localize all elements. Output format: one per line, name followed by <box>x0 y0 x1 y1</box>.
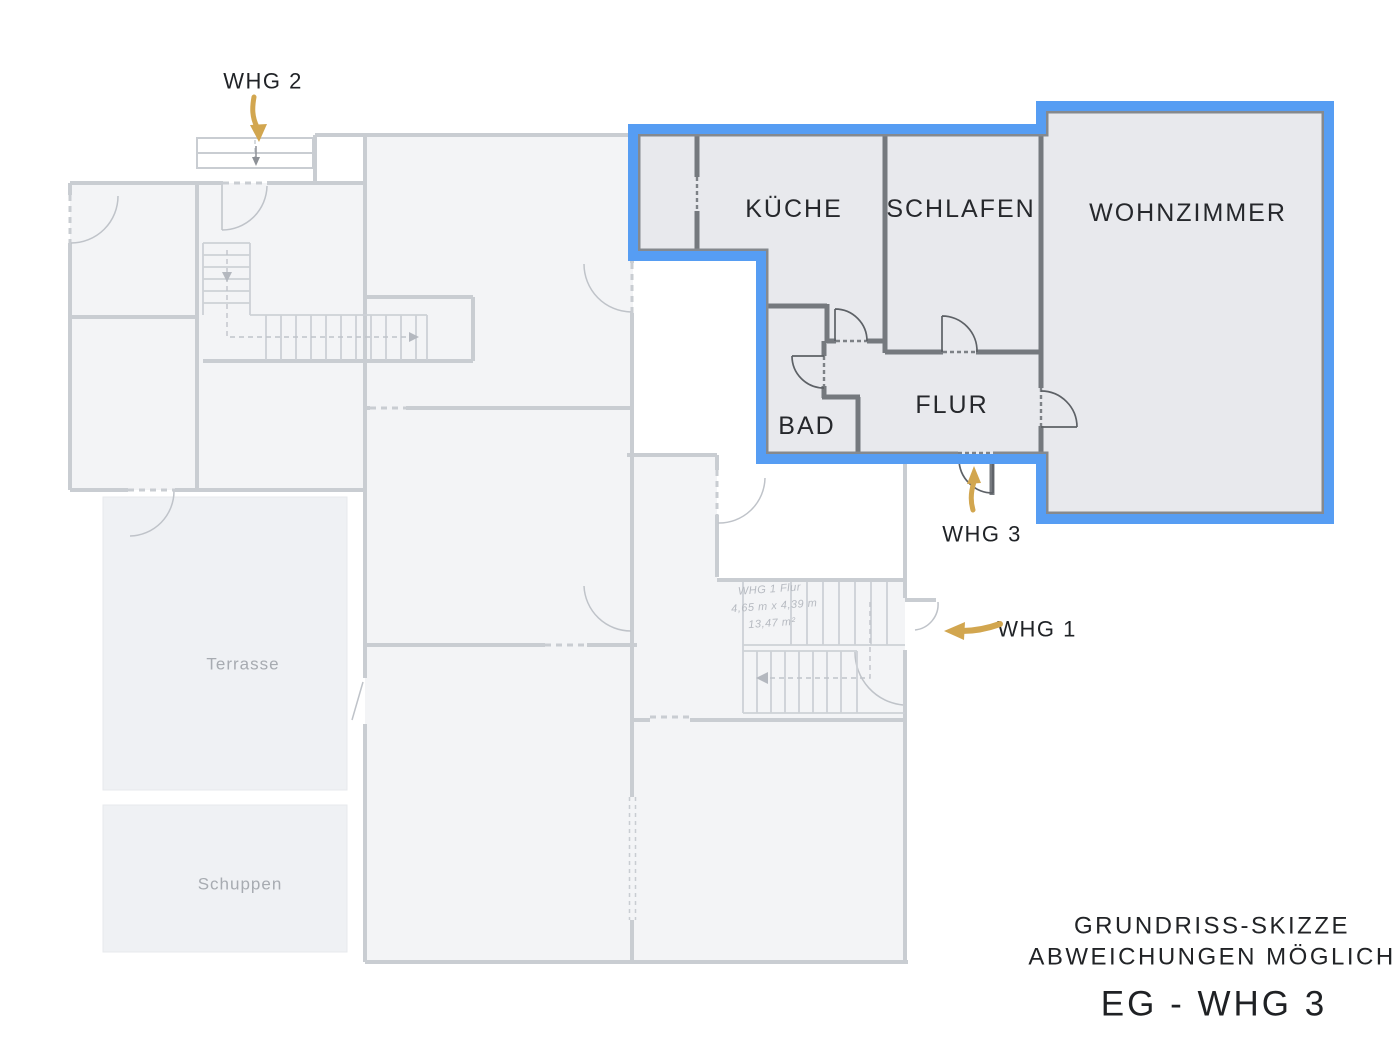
apartment-door-openings <box>695 177 1043 455</box>
room-label-kueche: KÜCHE <box>745 195 843 223</box>
room-label-schuppen: Schuppen <box>198 875 283 894</box>
whg1-label: WHG 1 <box>997 617 1077 642</box>
whg1-arrow-icon <box>944 621 1003 640</box>
stair-annotation-area: 13,47 m² <box>748 616 796 631</box>
apartment-inner-lining <box>637 110 1325 515</box>
apartment-floor <box>633 106 1329 519</box>
lower-staircase <box>742 582 905 714</box>
whg3-arrow-icon <box>967 466 981 513</box>
faded-lower-block <box>632 455 905 962</box>
apartment-door-arcs <box>791 308 1078 494</box>
room-label-schlafen: SCHLAFEN <box>886 195 1035 223</box>
title-line1: GRUNDRISS-SKIZZE <box>1074 913 1350 940</box>
room-label-bad: BAD <box>778 412 835 440</box>
title-line3: EG - WHG 3 <box>1101 985 1327 1024</box>
whg-annotations: WHG 2 WHG 3 WHG 1 <box>223 69 1077 642</box>
stair-annotation-room: WHG 1 Flur <box>738 581 803 597</box>
apartment-highlight-outline <box>628 101 1334 524</box>
schuppen-area <box>102 804 348 953</box>
title-line2: ABWEICHUNGEN MÖGLICH <box>1028 944 1395 971</box>
whg2-arrow-icon <box>250 94 267 142</box>
faded-floorplan <box>68 133 939 964</box>
canopy-arrow-icon <box>252 157 260 166</box>
whg2-label: WHG 2 <box>223 69 303 94</box>
apartment-whg3 <box>628 101 1334 524</box>
faded-center-block <box>365 135 633 962</box>
room-labels: KÜCHE SCHLAFEN WOHNZIMMER BAD FLUR Terra… <box>198 195 1287 894</box>
room-label-flur: FLUR <box>915 391 988 419</box>
faded-left-block <box>70 183 365 490</box>
room-label-wohnzimmer: WOHNZIMMER <box>1089 199 1287 227</box>
whg2-entrance-canopy <box>196 137 314 169</box>
faded-door-arcs <box>70 185 939 721</box>
title-block: GRUNDRISS-SKIZZE ABWEICHUNGEN MÖGLICH EG… <box>1028 913 1395 1024</box>
upper-staircase <box>202 242 428 360</box>
terrasse-area <box>102 496 348 791</box>
room-label-terrasse: Terrasse <box>206 655 279 674</box>
whg3-label: WHG 3 <box>942 522 1022 547</box>
